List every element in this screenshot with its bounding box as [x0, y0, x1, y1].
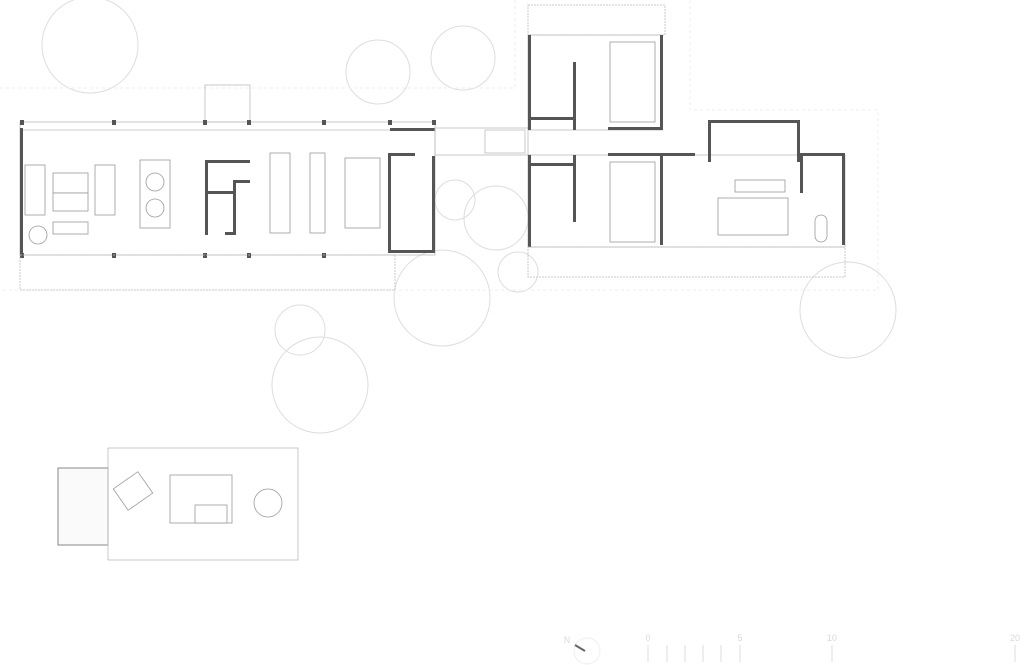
bridge: [434, 127, 529, 156]
tree-icon: [41, 0, 139, 94]
north-label: N: [563, 635, 571, 645]
tree-icon: [430, 25, 496, 91]
tree-icon: [345, 39, 411, 105]
tree-icon: [497, 251, 539, 293]
pavilion: [57, 447, 299, 561]
scale-bar: [573, 637, 1016, 665]
tree-icon: [463, 185, 529, 251]
living-wing: [19, 84, 436, 291]
tree-icon: [393, 249, 491, 347]
entry-porch: [204, 84, 251, 123]
scale-label-10: 10: [826, 633, 838, 643]
scale-label-20: 20: [1009, 633, 1021, 643]
tree-icon: [274, 304, 326, 356]
north-arrow-icon: [574, 644, 586, 652]
tree-icon: [799, 261, 897, 359]
tree-icon: [271, 336, 369, 434]
bedroom-wing: [527, 4, 846, 278]
scale-label-0: 0: [645, 633, 651, 643]
scale-label-5: 5: [737, 633, 743, 643]
